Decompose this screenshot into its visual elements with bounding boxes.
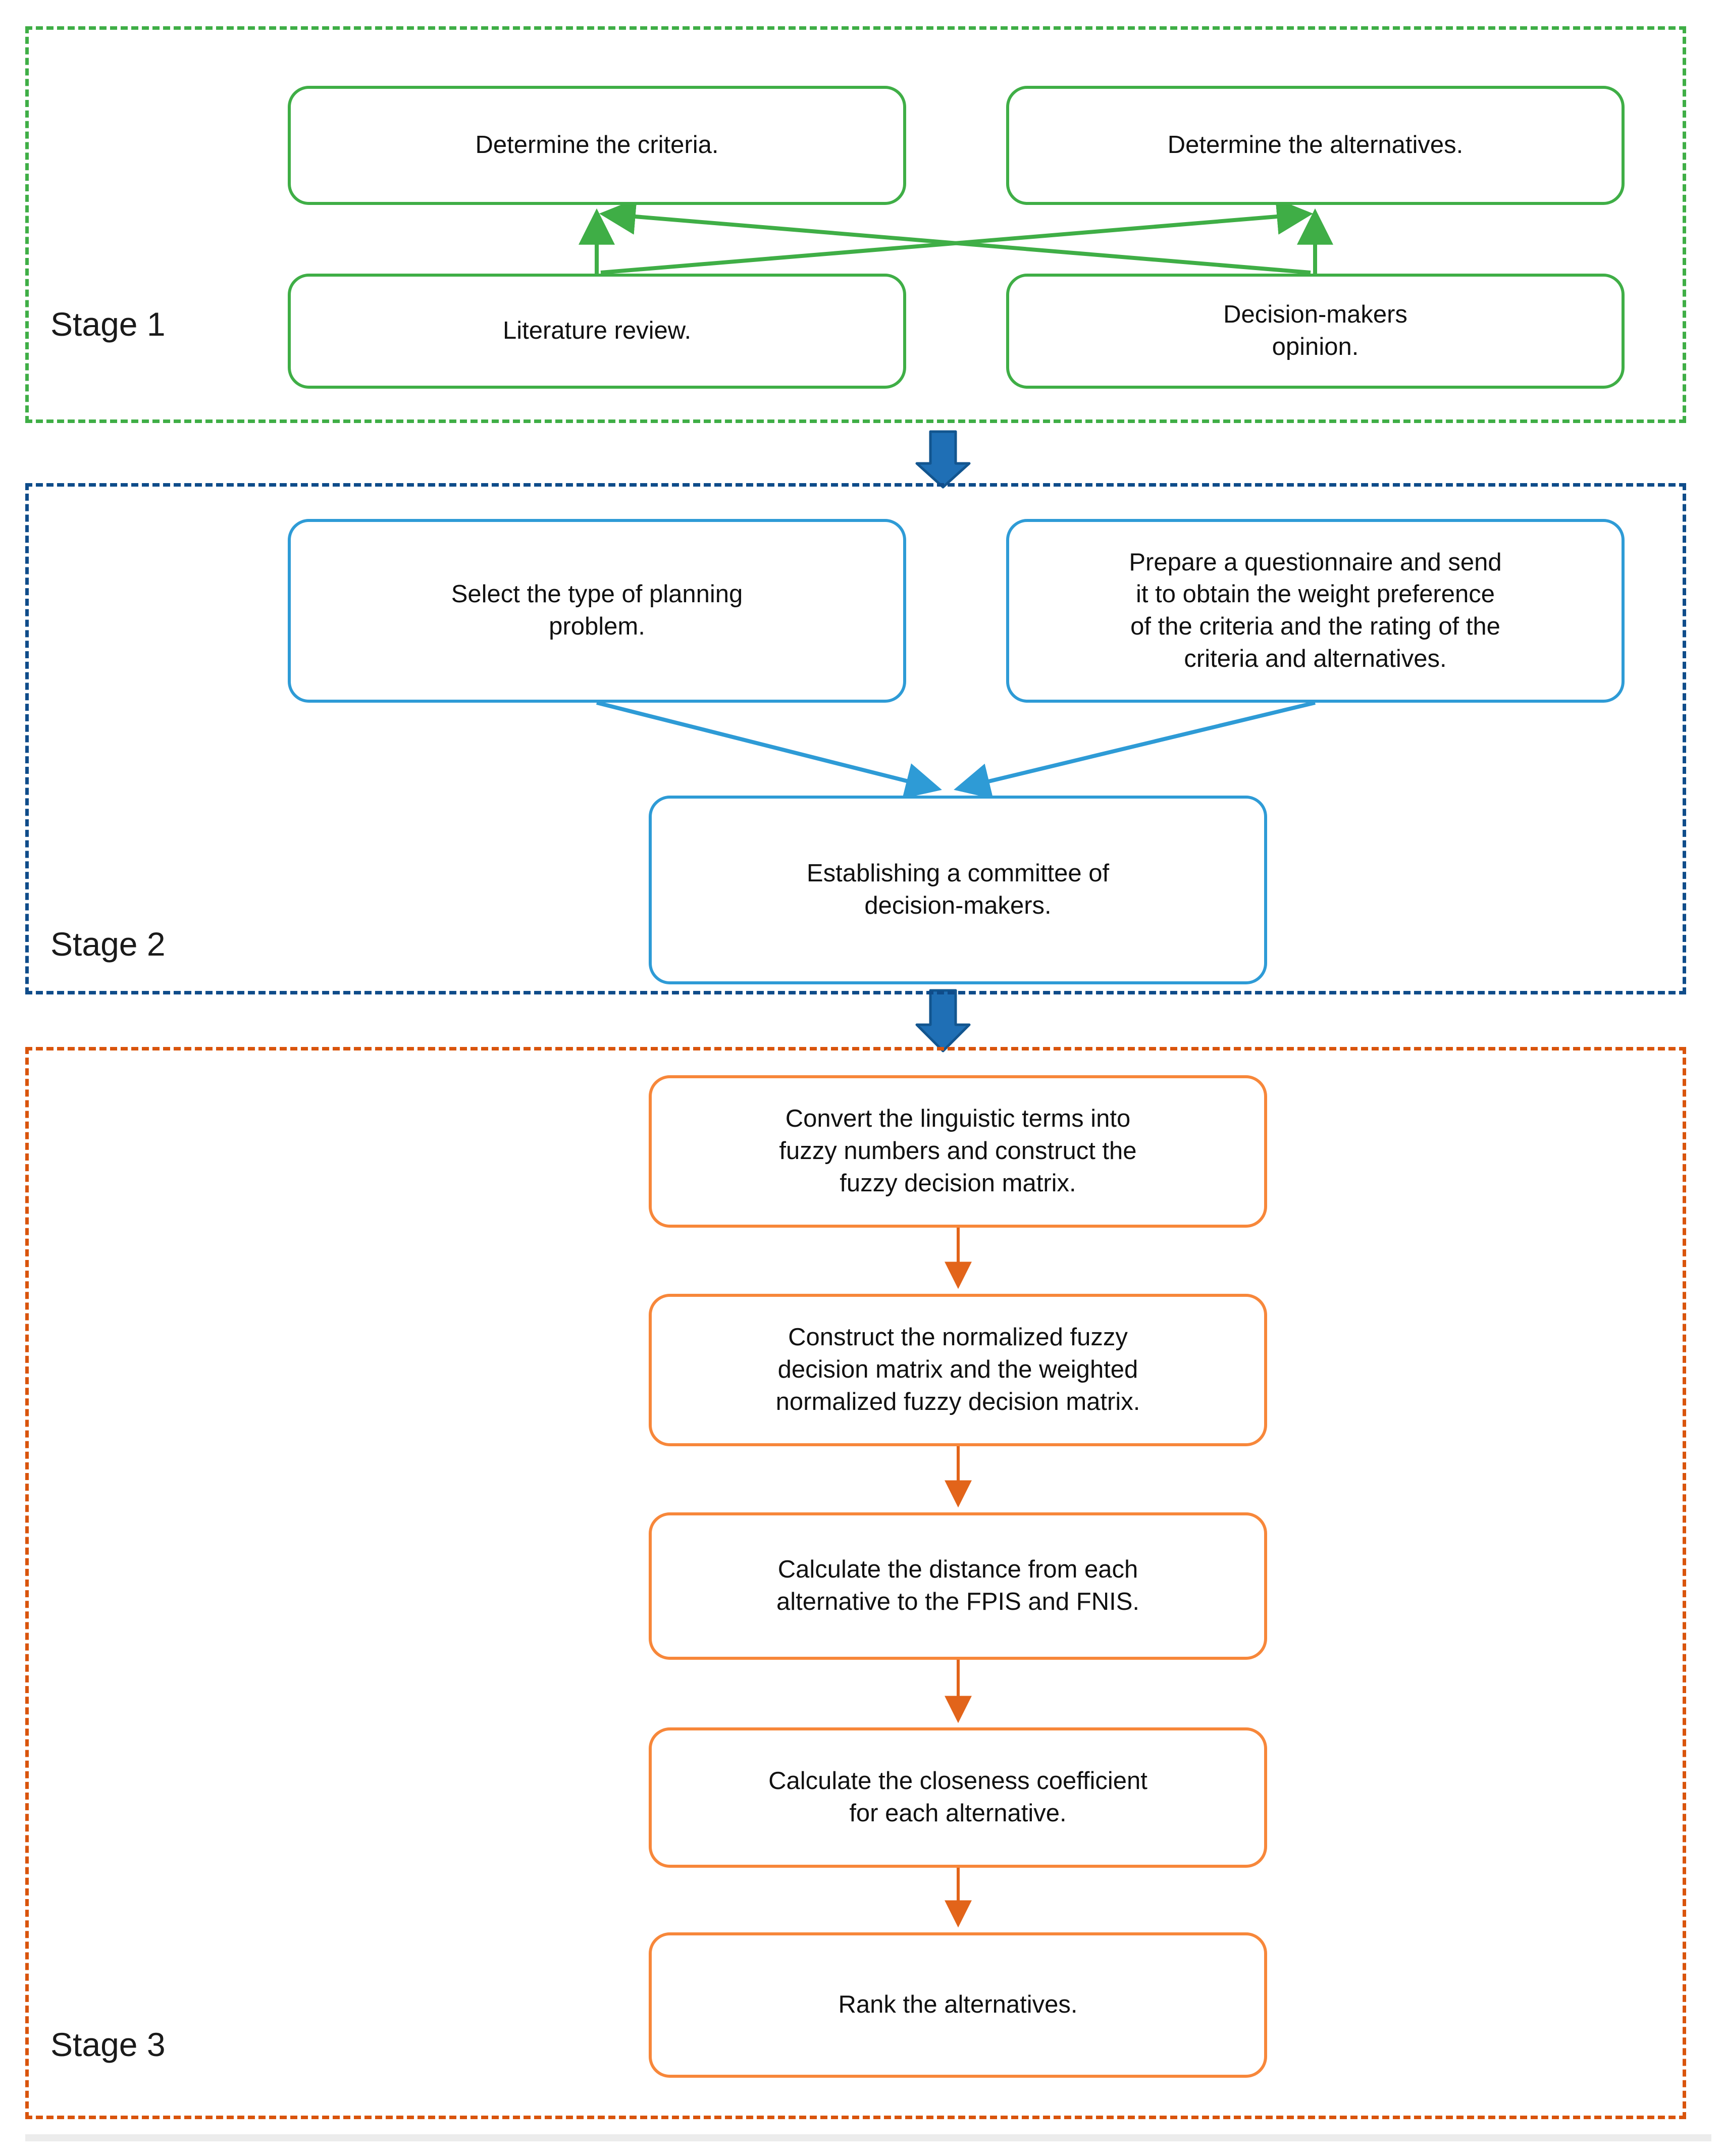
node-calculate-closeness[interactable]: Calculate the closeness coefficient for … bbox=[649, 1727, 1267, 1868]
stage-1-container bbox=[25, 26, 1686, 423]
node-rank-alternatives[interactable]: Rank the alternatives. bbox=[649, 1932, 1267, 2078]
stage-2-label: Stage 2 bbox=[50, 925, 166, 963]
node-literature-review[interactable]: Literature review. bbox=[288, 274, 906, 389]
node-convert-linguistic-terms[interactable]: Convert the linguistic terms into fuzzy … bbox=[649, 1075, 1267, 1228]
node-prepare-questionnaire-label: Prepare a questionnaire and send it to o… bbox=[1129, 548, 1502, 672]
node-calculate-closeness-label: Calculate the closeness coefficient for … bbox=[768, 1767, 1147, 1827]
connector-stage2-to-stage3 bbox=[915, 989, 971, 1053]
stage-2-container bbox=[25, 483, 1686, 994]
node-construct-normalized-matrix-label: Construct the normalized fuzzy decision … bbox=[775, 1324, 1140, 1415]
node-establish-committee[interactable]: Establishing a committee of decision-mak… bbox=[649, 796, 1267, 984]
node-calculate-distance-label: Calculate the distance from each alterna… bbox=[776, 1556, 1140, 1615]
node-rank-alternatives-label: Rank the alternatives. bbox=[838, 1991, 1078, 2019]
node-convert-linguistic-terms-label: Convert the linguistic terms into fuzzy … bbox=[779, 1105, 1137, 1197]
node-decision-makers-opinion-label: Decision-makers opinion. bbox=[1223, 301, 1407, 360]
node-construct-normalized-matrix[interactable]: Construct the normalized fuzzy decision … bbox=[649, 1294, 1267, 1446]
node-determine-criteria[interactable]: Determine the criteria. bbox=[288, 86, 906, 205]
node-determine-alternatives[interactable]: Determine the alternatives. bbox=[1006, 86, 1625, 205]
node-select-planning-problem-label: Select the type of planning problem. bbox=[451, 581, 743, 640]
node-determine-criteria-label: Determine the criteria. bbox=[475, 131, 719, 159]
node-select-planning-problem[interactable]: Select the type of planning problem. bbox=[288, 519, 906, 703]
stage-3-label: Stage 3 bbox=[50, 2026, 166, 2063]
node-prepare-questionnaire[interactable]: Prepare a questionnaire and send it to o… bbox=[1006, 519, 1625, 703]
node-calculate-distance[interactable]: Calculate the distance from each alterna… bbox=[649, 1512, 1267, 1660]
bottom-divider bbox=[25, 2134, 1711, 2141]
node-establish-committee-label: Establishing a committee of decision-mak… bbox=[806, 860, 1110, 919]
stage-3-container bbox=[25, 1047, 1686, 2119]
node-decision-makers-opinion[interactable]: Decision-makers opinion. bbox=[1006, 274, 1625, 389]
connector-stage1-to-stage2 bbox=[915, 430, 971, 489]
stage-1-label: Stage 1 bbox=[50, 305, 166, 343]
node-literature-review-label: Literature review. bbox=[502, 317, 692, 345]
node-determine-alternatives-label: Determine the alternatives. bbox=[1167, 131, 1464, 159]
